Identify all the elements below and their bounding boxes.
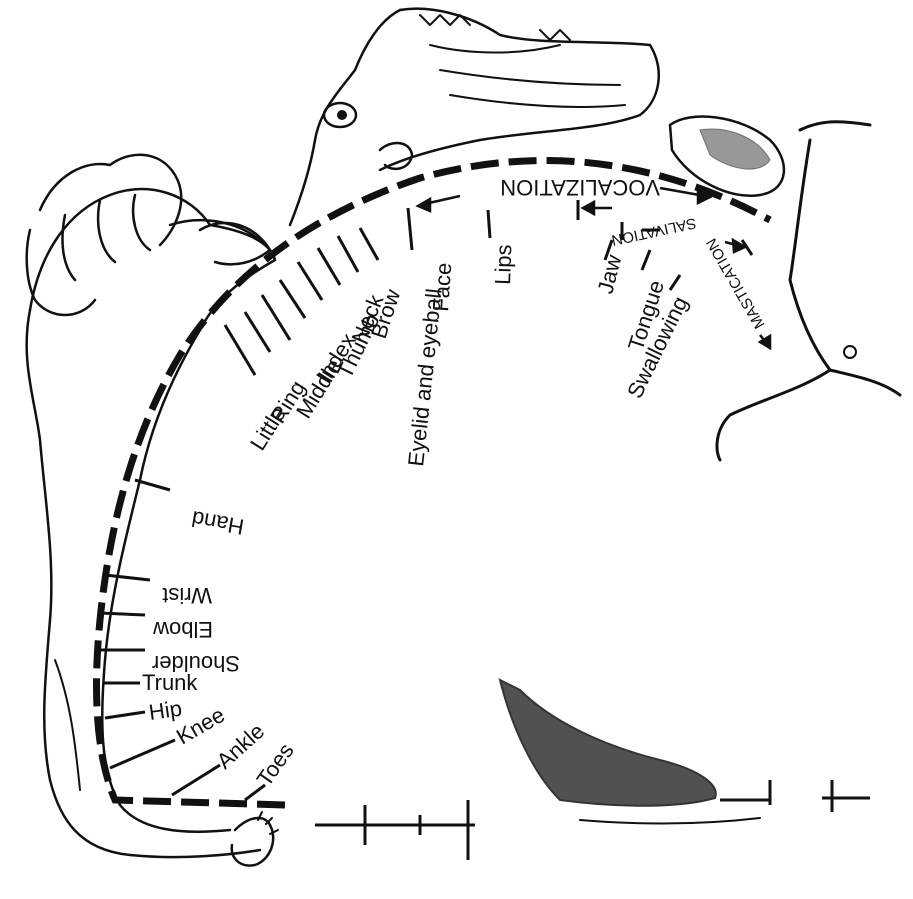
label-eyelid: Eyelid and eyeball [403, 287, 447, 467]
label-salivation: SALIVATION [610, 214, 698, 249]
label-jaw: Jaw [593, 252, 627, 296]
label-face: Face [428, 262, 456, 313]
label-vocalization: VOCALIZATION [500, 175, 660, 200]
homunculus-figure [27, 9, 900, 866]
label-hip: Hip [147, 696, 183, 725]
label-wrist: Wrist [162, 583, 212, 608]
label-lips: Lips [490, 244, 516, 285]
labels: Little Ring Middle Index Thumb Neck Brow… [142, 175, 768, 791]
label-elbow: Elbow [153, 617, 213, 642]
label-trunk: Trunk [142, 670, 198, 695]
cortex-arc [96, 161, 770, 805]
label-hand: Hand [190, 506, 246, 540]
